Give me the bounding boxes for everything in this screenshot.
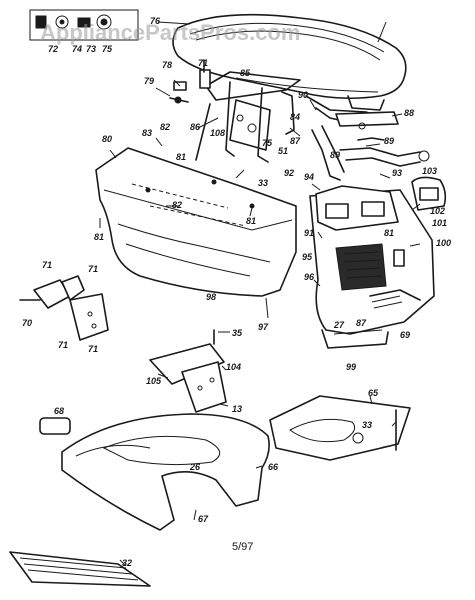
callout-100: 100 xyxy=(436,238,451,248)
callout-88: 88 xyxy=(404,108,414,118)
callout-81a: 81 xyxy=(176,152,186,162)
callout-86: 86 xyxy=(190,122,201,132)
callout-85: 85 xyxy=(240,68,251,78)
callout-87a: 87 xyxy=(290,136,301,146)
callout-83: 83 xyxy=(142,128,152,138)
callout-80: 80 xyxy=(102,134,112,144)
callout-71c: 71 xyxy=(88,264,98,274)
rear-fender-part-66 xyxy=(39,413,270,531)
callout-82a: 82 xyxy=(160,122,170,132)
callout-79: 79 xyxy=(144,76,154,86)
callout-71a: 71 xyxy=(198,58,208,68)
callout-89a: 89 xyxy=(384,136,394,146)
frame-plate-part-65 xyxy=(269,395,411,461)
callout-65: 65 xyxy=(368,388,379,398)
callout-33a: 33 xyxy=(258,178,268,188)
seat-pivot-assembly xyxy=(305,95,430,181)
callout-91: 91 xyxy=(304,228,314,238)
legend-callout-75: 75 xyxy=(102,44,113,54)
callout-93: 93 xyxy=(392,168,402,178)
foot-mat-part-32 xyxy=(9,551,151,587)
legend-fastener-icons xyxy=(35,14,112,30)
callout-78: 78 xyxy=(162,60,172,70)
callout-75: 75 xyxy=(262,138,273,148)
front-hood-part-98 xyxy=(95,147,297,297)
callout-70: 70 xyxy=(22,318,32,328)
callout-27: 27 xyxy=(333,320,345,330)
callout-104: 104 xyxy=(226,362,241,372)
seat-support-bracket xyxy=(195,71,301,163)
legend-callout-72: 72 xyxy=(48,44,58,54)
mounting-bracket-104-105 xyxy=(149,329,227,413)
legend-callout-73: 73 xyxy=(86,44,96,54)
callout-81b: 81 xyxy=(246,216,256,226)
callout-82b: 82 xyxy=(172,200,182,210)
callout-33b: 33 xyxy=(362,420,372,430)
callout-108: 108 xyxy=(210,128,225,138)
callout-90: 90 xyxy=(298,90,308,100)
callout-81c: 81 xyxy=(94,232,104,242)
headlight-housing xyxy=(315,176,447,231)
callout-81d: 81 xyxy=(384,228,394,238)
callout-105: 105 xyxy=(146,376,162,386)
callout-99: 99 xyxy=(346,362,356,372)
callout-92: 92 xyxy=(284,168,294,178)
callout-76: 76 xyxy=(150,16,161,26)
callout-101: 101 xyxy=(432,218,447,228)
diagram-date-code: 5/97 xyxy=(232,541,253,553)
callout-102: 102 xyxy=(430,206,445,216)
leader-lines xyxy=(99,21,421,567)
callout-35: 35 xyxy=(232,328,243,338)
callout-69: 69 xyxy=(400,330,410,340)
callout-98: 98 xyxy=(206,292,216,302)
fastener-legend-box: 72 74 73 75 xyxy=(29,9,139,54)
callout-51: 51 xyxy=(278,146,288,156)
callout-66: 66 xyxy=(268,462,279,472)
callout-68: 68 xyxy=(54,406,64,416)
callout-89b: 89 xyxy=(330,150,340,160)
callout-32: 32 xyxy=(122,558,132,568)
side-bracket-parts-70-71 xyxy=(19,275,109,341)
seat-part-76 xyxy=(172,13,407,111)
callout-71d: 71 xyxy=(58,340,68,350)
callout-87b: 87 xyxy=(356,318,367,328)
callout-71e: 71 xyxy=(88,344,98,354)
callout-67: 67 xyxy=(198,514,209,524)
legend-callout-74: 74 xyxy=(72,44,82,54)
callout-103: 103 xyxy=(422,166,437,176)
callout-84: 84 xyxy=(290,112,300,122)
callout-71b: 71 xyxy=(42,260,52,270)
callout-95: 95 xyxy=(302,252,313,262)
callout-97: 97 xyxy=(258,322,269,332)
callout-94: 94 xyxy=(304,172,314,182)
watermark-text: AppliancePartsPros.com xyxy=(40,20,300,45)
callout-96: 96 xyxy=(304,272,315,282)
callout-26: 26 xyxy=(189,462,201,472)
callout-13: 13 xyxy=(232,404,242,414)
